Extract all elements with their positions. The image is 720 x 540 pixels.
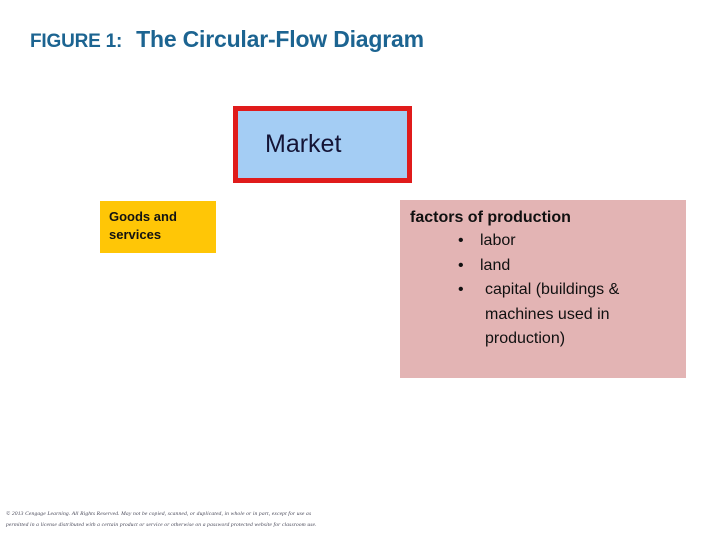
copyright-notice: © 2013 Cengage Learning. All Rights Rese… xyxy=(6,509,526,531)
goods-and-services-box: Goods and services xyxy=(100,201,216,253)
list-item: • capital (buildings & machines used in … xyxy=(458,278,686,351)
list-item-label: labor xyxy=(480,232,516,250)
list-item: • labor xyxy=(458,229,686,253)
copyright-line-2: permitted in a license distributed with … xyxy=(6,521,317,528)
factors-of-production-list: • labor • land • capital (buildings & ma… xyxy=(410,229,686,351)
list-item-label: capital (buildings & machines used in pr… xyxy=(485,281,620,348)
figure-title-text: The Circular-Flow Diagram xyxy=(136,26,424,52)
list-item-label: land xyxy=(480,256,511,274)
factors-of-production-box: factors of production • labor • land • c… xyxy=(400,200,686,378)
market-box-label: Market xyxy=(265,130,342,158)
bullet-icon: • xyxy=(458,281,464,299)
bullet-icon: • xyxy=(458,256,464,274)
figure-number-label: FIGURE 1: xyxy=(30,31,123,52)
copyright-line-1: © 2013 Cengage Learning. All Rights Rese… xyxy=(6,511,312,517)
bullet-icon: • xyxy=(458,232,464,250)
page-title: FIGURE 1: The Circular-Flow Diagram xyxy=(30,26,424,53)
list-item: • land xyxy=(458,254,686,278)
goods-and-services-label: Goods and services xyxy=(109,209,177,243)
market-box: Market xyxy=(233,106,412,183)
factors-of-production-heading: factors of production xyxy=(410,209,571,226)
